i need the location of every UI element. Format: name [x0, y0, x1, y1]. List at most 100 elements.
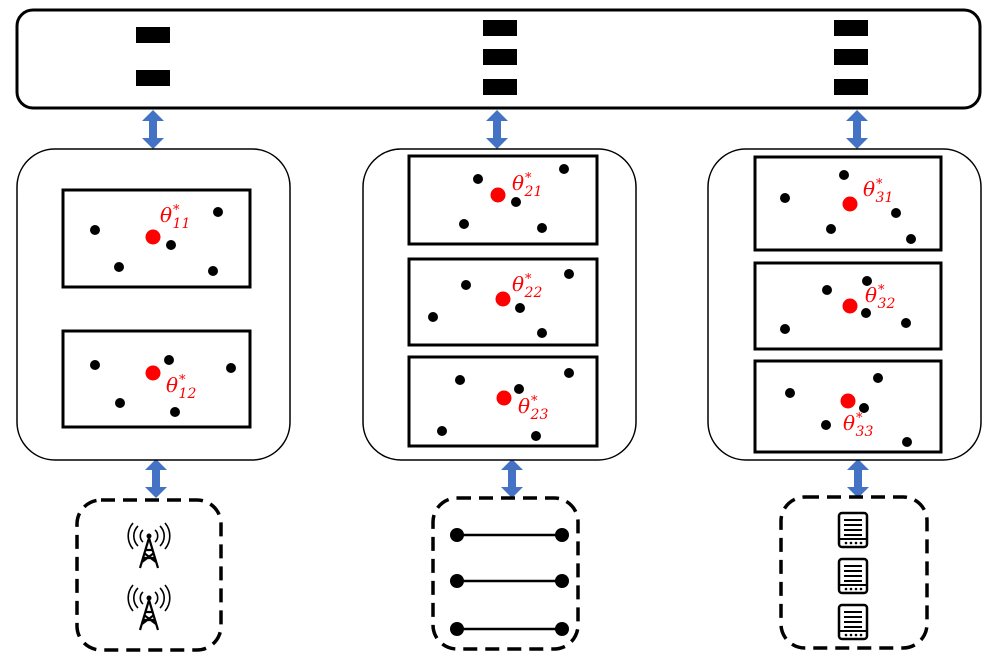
arrow-head-up: [145, 459, 167, 470]
optimal-parameter-point: [495, 291, 511, 307]
client-2: θ*21θ*22θ*23: [362, 148, 637, 461]
data-point: [90, 360, 100, 370]
parameter-panel: θ*22: [407, 257, 599, 347]
link-line: [450, 528, 569, 542]
theta-subscript: 33: [856, 424, 874, 440]
client-2-devices: [431, 496, 580, 651]
server-block: [136, 27, 170, 43]
arrow-shaft: [149, 121, 157, 138]
theta-label: θ*33: [843, 411, 873, 440]
parameter-panel: θ*32: [753, 261, 943, 351]
data-point: [826, 224, 836, 234]
arrow-shaft: [853, 121, 861, 138]
theta-subscript: 11: [173, 216, 191, 232]
arrow-head-down: [846, 138, 868, 149]
data-point: [226, 363, 236, 373]
theta-subscript: 23: [530, 407, 549, 423]
link-endpoint: [450, 574, 464, 588]
arrow-shaft: [152, 470, 160, 487]
optimal-parameter-point: [145, 365, 161, 381]
client-3: θ*31θ*32θ*33: [707, 148, 982, 461]
data-point: [901, 318, 911, 328]
data-point: [166, 240, 176, 250]
client-3-devices: [779, 495, 929, 650]
arrow-shaft: [493, 121, 501, 138]
arrow-head-up: [486, 110, 508, 121]
data-point: [473, 174, 483, 184]
data-point: [164, 355, 174, 365]
arrow-head-up: [846, 110, 868, 121]
arrow-server-client-3: [846, 110, 868, 149]
data-point: [511, 197, 521, 207]
parameter-panel: θ*11: [61, 188, 252, 289]
device-frame: [75, 498, 223, 652]
server-rack-icon: [837, 603, 869, 641]
data-point: [537, 223, 547, 233]
data-point: [170, 407, 180, 417]
data-point: [780, 193, 790, 203]
data-point: [822, 285, 832, 295]
arrow-head-up: [501, 459, 523, 470]
arrow-head-down: [145, 487, 167, 498]
server-block: [483, 79, 517, 95]
server-rack-icon: [837, 557, 869, 595]
data-point: [428, 312, 438, 322]
arrow-head-down: [142, 138, 164, 149]
theta-superscript: *: [531, 394, 538, 409]
theta-label: θ*22: [512, 272, 542, 301]
data-point: [785, 388, 795, 398]
theta-subscript: 22: [524, 285, 543, 301]
data-point: [537, 328, 547, 338]
arrow-client-3-device: [847, 459, 869, 498]
client-1-devices: [75, 498, 223, 652]
parameter-panel: θ*21: [407, 154, 599, 246]
arrows-layer: [142, 110, 869, 498]
data-point: [902, 437, 912, 447]
theta-label: θ*21: [512, 171, 542, 200]
client-1: θ*11θ*12: [16, 148, 291, 461]
link-endpoint: [555, 528, 569, 542]
link-line: [450, 622, 569, 636]
theta-superscript: *: [876, 177, 883, 192]
data-point: [461, 280, 471, 290]
data-point: [514, 384, 524, 394]
theta-symbol: θ: [518, 394, 530, 418]
data-point: [559, 164, 569, 174]
optimal-parameter-point: [842, 298, 858, 314]
link-line: [450, 574, 569, 588]
data-point: [861, 308, 871, 318]
parameter-panel: θ*23: [407, 355, 599, 448]
arrow-server-client-2: [486, 110, 508, 149]
arrow-head-up: [847, 459, 869, 470]
theta-superscript: *: [179, 373, 186, 388]
data-point: [114, 262, 124, 272]
link-endpoint: [555, 622, 569, 636]
data-point: [780, 324, 790, 334]
optimal-parameter-point: [496, 390, 512, 406]
optimal-parameter-point: [490, 187, 506, 203]
data-point: [564, 269, 574, 279]
data-point: [208, 266, 218, 276]
server-layer: [15, 8, 982, 110]
theta-subscript: 21: [524, 184, 543, 200]
arrow-head-up: [142, 110, 164, 121]
arrow-server-client-1: [142, 110, 164, 149]
data-point: [859, 403, 869, 413]
theta-symbol: θ: [865, 283, 877, 307]
server-block: [483, 20, 517, 36]
theta-superscript: *: [525, 171, 532, 186]
data-point: [459, 219, 469, 229]
theta-subscript: 31: [876, 190, 894, 206]
server-block: [483, 49, 517, 65]
theta-superscript: *: [856, 411, 863, 426]
server-block: [136, 70, 170, 86]
theta-label: θ*12: [166, 373, 196, 402]
link-endpoint: [555, 574, 569, 588]
theta-subscript: 12: [179, 386, 197, 402]
data-point: [821, 420, 831, 430]
data-point: [891, 208, 901, 218]
theta-symbol: θ: [166, 373, 178, 397]
arrow-head-down: [501, 487, 523, 498]
